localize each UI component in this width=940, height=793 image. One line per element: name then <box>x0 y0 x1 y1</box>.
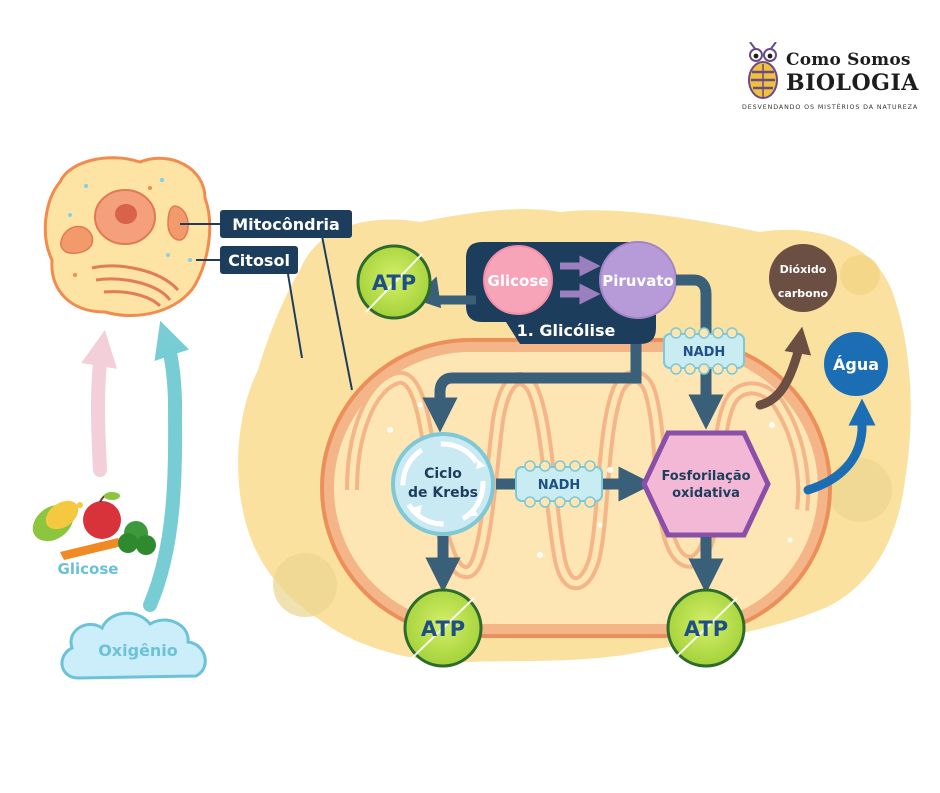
oxigenio-label: Oxigênio <box>98 641 178 660</box>
animal-cell-illustration <box>43 156 212 317</box>
atp-glicolise-label: ATP <box>372 271 416 295</box>
agua-label: Água <box>833 355 879 374</box>
nadh-mid-carrier: NADH <box>515 460 603 508</box>
glicolise-to-krebs-arrow <box>422 344 642 433</box>
atp-fosforilacao-label: ATP <box>684 617 728 641</box>
atp-glicolise-badge: ATP <box>356 244 432 320</box>
label-mitocondria-text: Mitocôndria <box>232 215 340 234</box>
fosforilacao-label-line2: oxidativa <box>672 486 740 501</box>
beetle-mascot-icon <box>748 42 778 99</box>
piruvato-node-label: Piruvato <box>602 272 674 290</box>
atp-fosforilacao-badge: ATP <box>666 588 746 668</box>
agua-node: Água <box>824 332 888 396</box>
dioxido-label-line1: Dióxido <box>780 263 827 276</box>
dioxido-label-line2: carbono <box>778 287 829 300</box>
cytosol-vesicle <box>273 553 337 617</box>
glicolise-label: 1. Glicólise <box>517 321 616 340</box>
krebs-label-line2: de Krebs <box>408 485 478 501</box>
glicose-food-label: Glicose <box>58 560 119 578</box>
brand-line2: BIOLOGIA <box>786 70 919 96</box>
food-icon <box>32 492 156 560</box>
brand-logo: Como Somos BIOLOGIA DESVENDANDO OS MISTÉ… <box>742 42 922 118</box>
nadh-mid-label: NADH <box>538 478 581 493</box>
label-citosol: Citosol <box>220 246 298 274</box>
glicose-uptake-arrow <box>81 330 118 477</box>
piruvato-to-fosforilacao-arrow <box>676 274 724 430</box>
glicolise-atp-arrow <box>413 276 476 309</box>
piruvato-node: Piruvato <box>599 241 677 319</box>
glicose-node-label: Glicose <box>488 272 549 290</box>
krebs-label-line1: Ciclo <box>424 466 462 482</box>
ciclo-de-krebs: Ciclo de Krebs <box>391 432 495 536</box>
oxigenio-cloud: Oxigênio <box>60 611 207 680</box>
cytosol-vesicle <box>840 255 880 295</box>
nadh-top-label: NADH <box>683 345 726 360</box>
atp-krebs-label: ATP <box>421 617 465 641</box>
atp-krebs-badge: ATP <box>403 588 483 668</box>
oxigenio-uptake-arrow <box>143 320 190 612</box>
dioxido-de-carbono-node: Dióxido carbono <box>769 244 837 312</box>
label-mitocondria: Mitocôndria <box>220 210 352 238</box>
label-citosol-text: Citosol <box>228 251 290 270</box>
dioxido-arrow <box>755 326 812 410</box>
agua-arrow <box>803 398 876 495</box>
fosforilacao-label-line1: Fosforilação <box>661 469 750 484</box>
citosol-pointer <box>287 273 303 359</box>
fosforilacao-oxidativa: Fosforilação oxidativa <box>641 430 771 538</box>
nadh-top-carrier: NADH <box>663 327 745 375</box>
glicose-node: Glicose <box>483 245 553 315</box>
brand-tagline: DESVENDANDO OS MISTÉRIOS DA NATUREZA <box>742 104 919 111</box>
mitocondria-pointer <box>321 235 353 391</box>
brand-line1: Como Somos <box>786 50 911 70</box>
cytosol-vesicle <box>828 458 892 522</box>
